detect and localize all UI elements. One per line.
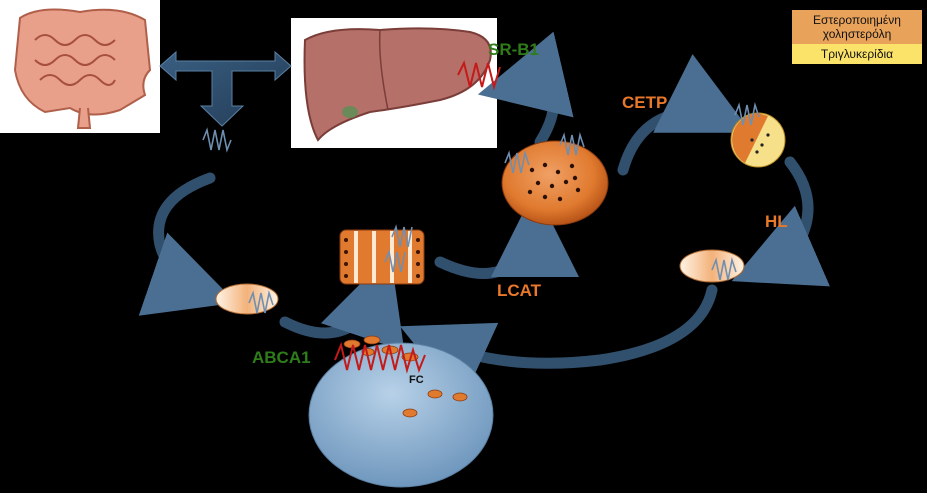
arrow-hdl3-to-liver	[477, 31, 574, 148]
srb1-receptor-icon	[457, 60, 501, 91]
apolipoprotein-icons	[202, 101, 760, 314]
hdl-particle-triglyceride	[730, 112, 786, 168]
peripheral-cell	[308, 335, 494, 488]
arrow-prebeta-to-disc	[279, 253, 405, 352]
apolipoprotein-icon	[504, 149, 530, 174]
apolipoprotein-icon	[559, 131, 585, 156]
prebeta-hdl-particle	[215, 283, 279, 315]
arrow-cetp	[617, 54, 752, 176]
arrow-return	[399, 284, 718, 403]
liver-icon	[291, 18, 497, 148]
arrow-hl	[731, 156, 830, 287]
flow-arrows	[138, 31, 830, 403]
lcat-label: LCAT	[497, 281, 542, 300]
legend-ester: Εστεροποιημένη χοληστερόλη	[792, 10, 922, 44]
abca1-label: ABCA1	[252, 348, 311, 367]
fc-label: FC	[409, 374, 424, 386]
apolipoprotein-icon	[734, 101, 760, 126]
legend: Εστεροποιημένη χοληστερόλη Τριγλυκερίδια	[792, 10, 922, 64]
apolipoprotein-icon	[384, 249, 406, 273]
apolipoprotein-icon	[248, 289, 274, 314]
arrow-intestine-to-prebeta	[138, 172, 237, 316]
apolipoprotein-icon	[711, 256, 737, 281]
cetp-label: CETP	[622, 93, 668, 112]
abca1-receptor-icon	[334, 341, 426, 374]
hdl-particle-small-right	[679, 249, 745, 283]
intestine-liver-arrow	[159, 50, 292, 127]
apolipoprotein-icon	[202, 127, 232, 153]
srb1-label: SR-B1	[488, 40, 540, 59]
discoidal-hdl	[339, 229, 425, 285]
intestine-icon	[0, 0, 160, 133]
arrow-disc-to-hdl3	[434, 189, 579, 279]
apolipoprotein-icon	[391, 224, 413, 248]
legend-triglycerides: Τριγλυκερίδια	[792, 44, 922, 64]
hl-label: HL	[765, 212, 788, 231]
